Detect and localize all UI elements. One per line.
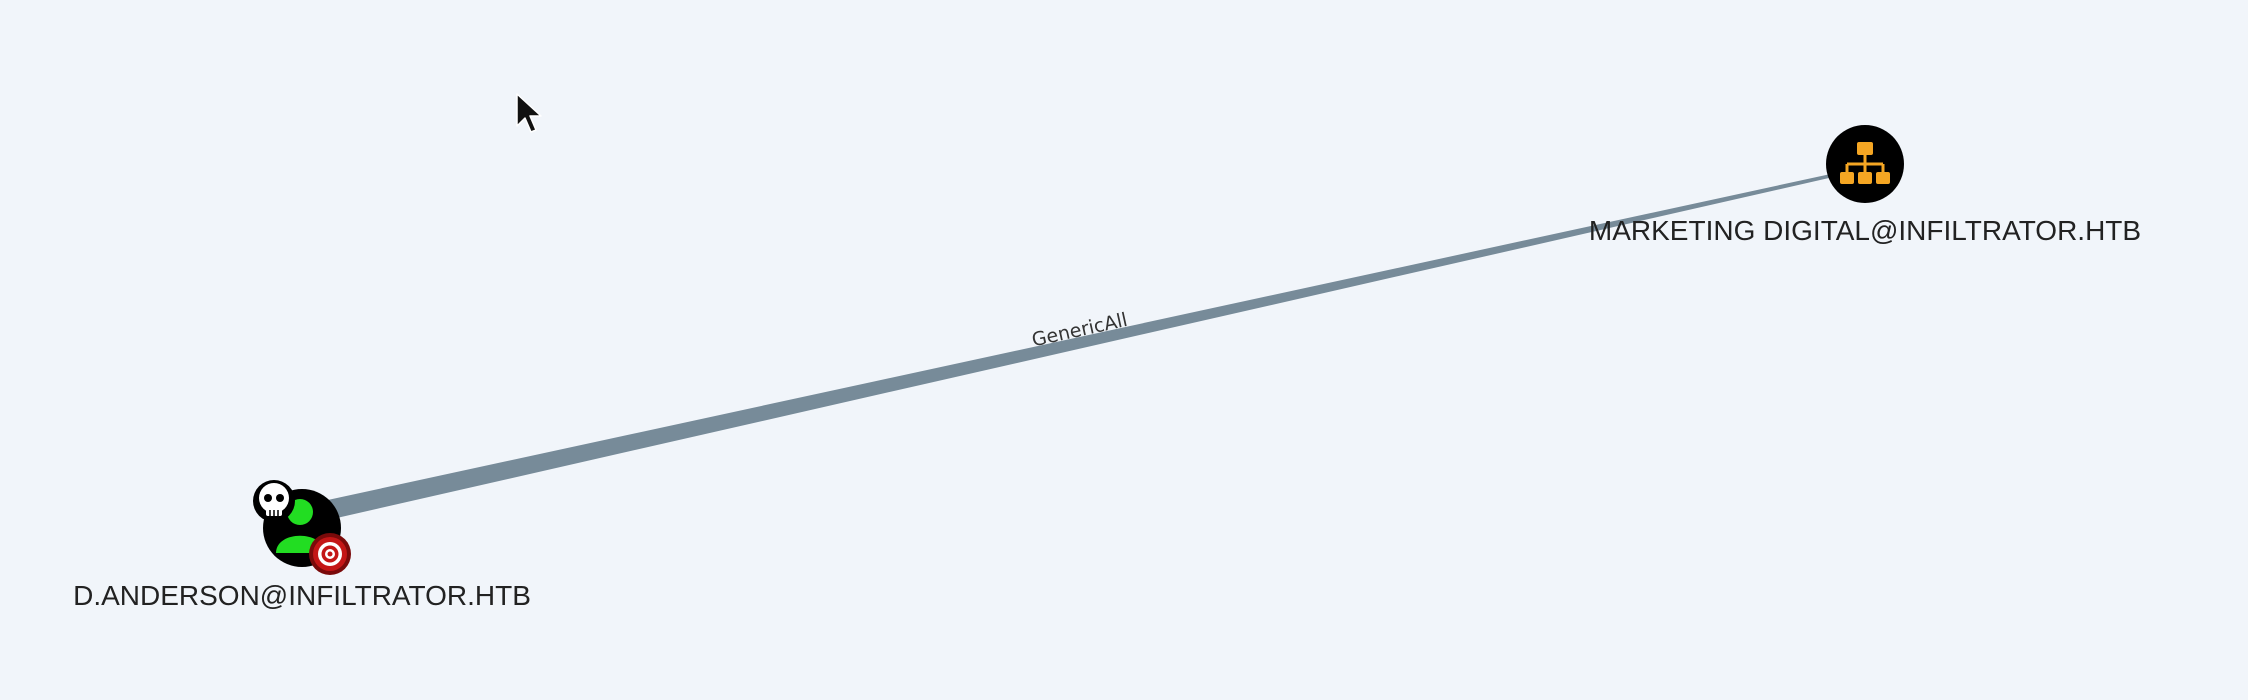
skull-icon [253,480,295,522]
node-marketing-digital[interactable]: MARKETING DIGITAL@INFILTRATOR.HTB [1589,125,2141,246]
node-d-anderson[interactable]: D.ANDERSON@INFILTRATOR.HTB [73,480,531,611]
mouse-cursor-icon [516,93,542,133]
node-label-marketing-digital: MARKETING DIGITAL@INFILTRATOR.HTB [1589,215,2141,246]
target-icon [309,533,351,575]
edge-line[interactable] [300,167,1864,525]
org-chart-icon [1840,142,1890,184]
node-label-d-anderson: D.ANDERSON@INFILTRATOR.HTB [73,580,531,611]
